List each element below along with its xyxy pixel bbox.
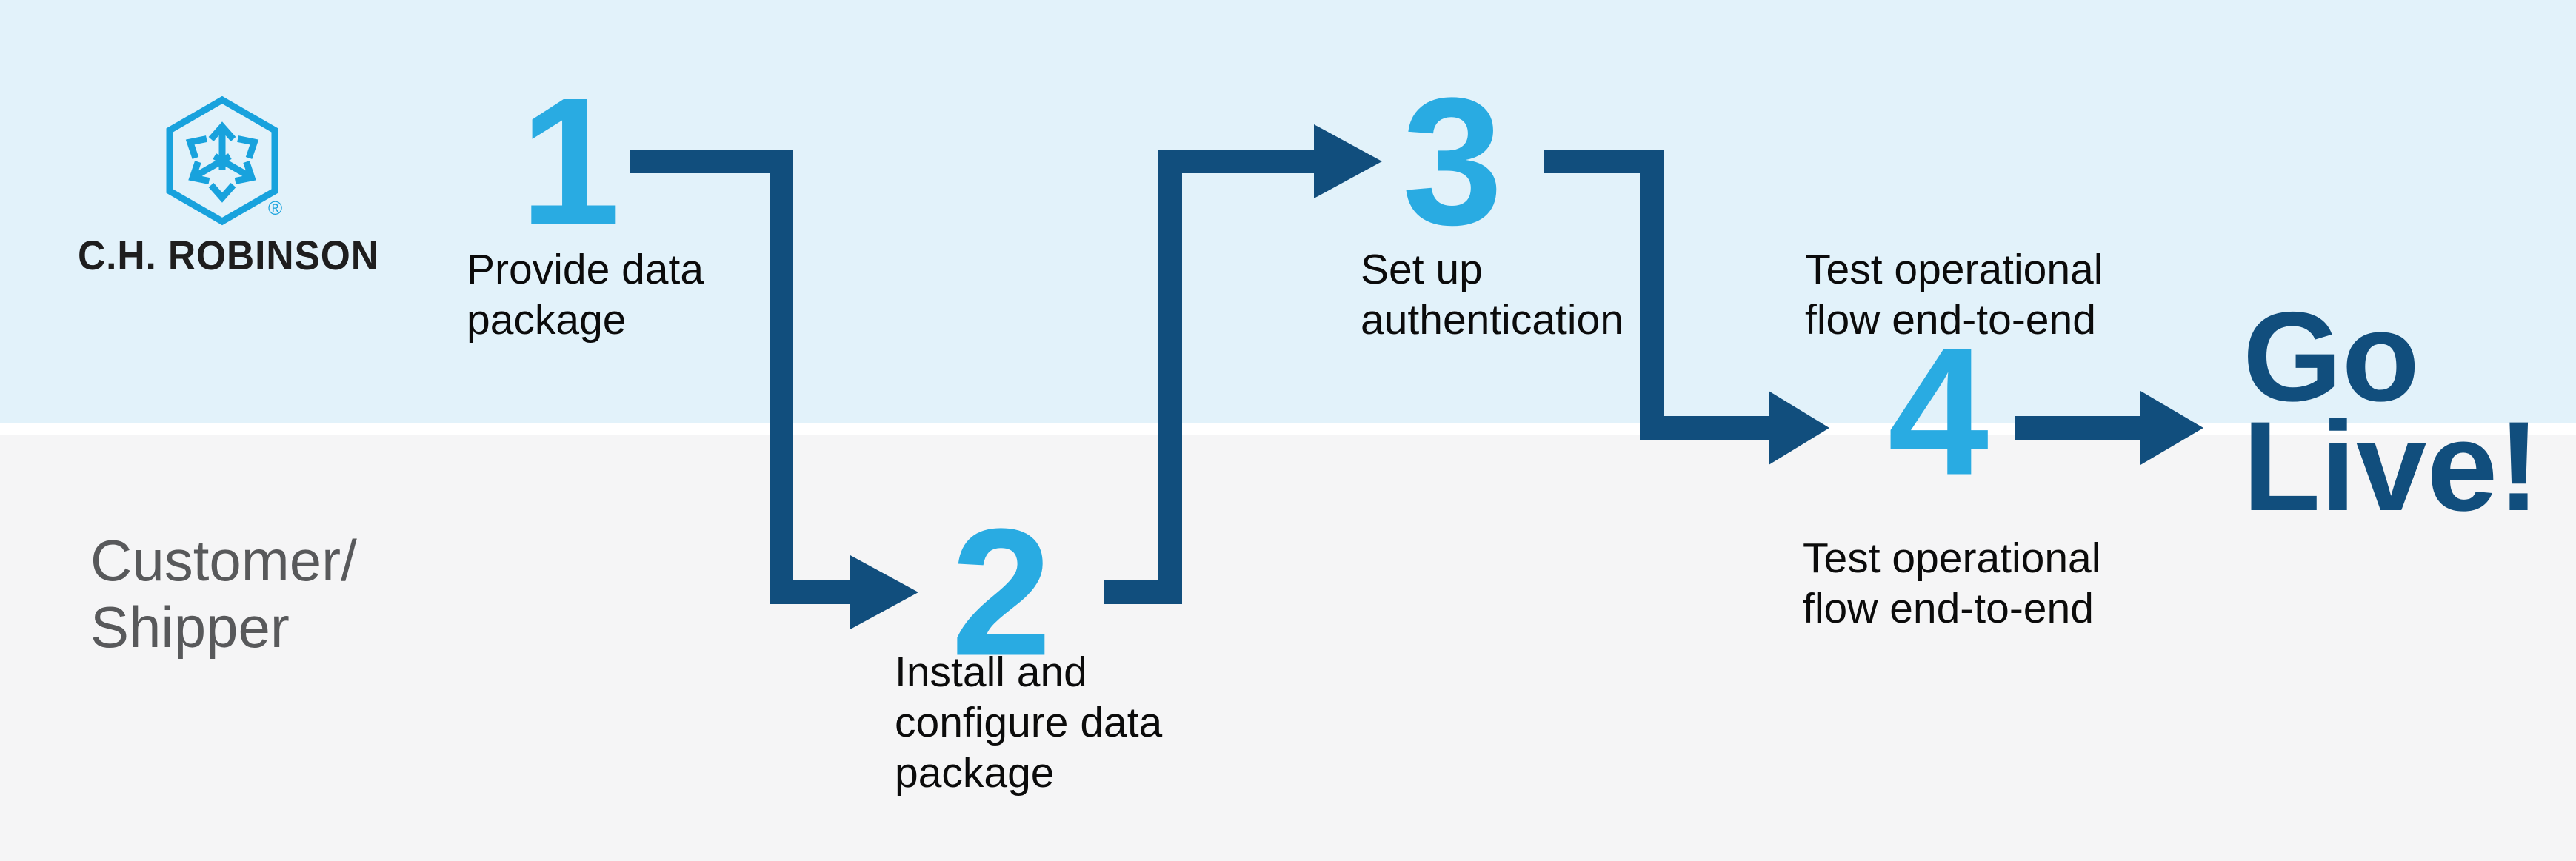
step-4-label-bottom: Test operational flow end-to-end xyxy=(1803,533,2100,634)
step-1-label-line1: Provide data xyxy=(467,246,704,293)
step-4-label-top-line1: Test operational xyxy=(1805,246,2103,293)
go-live-line2: Live! xyxy=(2243,395,2540,537)
go-live-line1: Go xyxy=(2243,286,2420,428)
step-1-label-line2: package xyxy=(467,296,627,344)
step-4-number: 4 xyxy=(1887,309,1989,513)
arrow-step1-to-step2-icon xyxy=(630,150,918,629)
step-2-label-line3: package xyxy=(895,749,1055,797)
step-2-label-line1: Install and xyxy=(895,649,1087,696)
arrow-step3-to-step4-icon xyxy=(1544,150,1829,465)
customer-lane-label-line1: Customer/ xyxy=(90,528,357,593)
customer-lane-label-line2: Shipper xyxy=(90,594,290,660)
step-3-number: 3 xyxy=(1401,59,1504,263)
step-1-number: 1 xyxy=(519,59,621,263)
customer-shipper-lane-label: Customer/ Shipper xyxy=(90,527,357,660)
registered-trademark-symbol: ® xyxy=(268,197,283,219)
step-1-label: Provide data package xyxy=(467,244,704,345)
arrow-step4-to-golive-icon xyxy=(2015,391,2203,465)
arrow-step2-to-step3-icon xyxy=(1104,124,1382,604)
step-4-label-bottom-line2: flow end-to-end xyxy=(1803,585,2094,632)
chrobinson-wordmark: C.H. ROBINSON xyxy=(77,232,379,278)
customer-lane-background xyxy=(0,435,2576,861)
step-4-label-bottom-line1: Test operational xyxy=(1803,535,2101,582)
step-2-label-line2: configure data xyxy=(895,699,1163,746)
step-3-label: Set up authentication xyxy=(1361,244,1624,345)
step-3-label-line2: authentication xyxy=(1361,296,1624,344)
step-2-label: Install and configure data package xyxy=(895,647,1162,798)
step-4-label-top: Test operational flow end-to-end xyxy=(1805,244,2103,345)
go-live-text: Go Live! xyxy=(2243,286,2540,537)
step-3-label-line1: Set up xyxy=(1361,246,1483,293)
step-2-number: 2 xyxy=(950,490,1052,694)
step-4-label-top-line2: flow end-to-end xyxy=(1805,296,2096,344)
chrobinson-lane-background xyxy=(0,0,2576,423)
chrobinson-cube-logo-icon xyxy=(166,96,278,226)
lane-divider xyxy=(0,423,2576,435)
